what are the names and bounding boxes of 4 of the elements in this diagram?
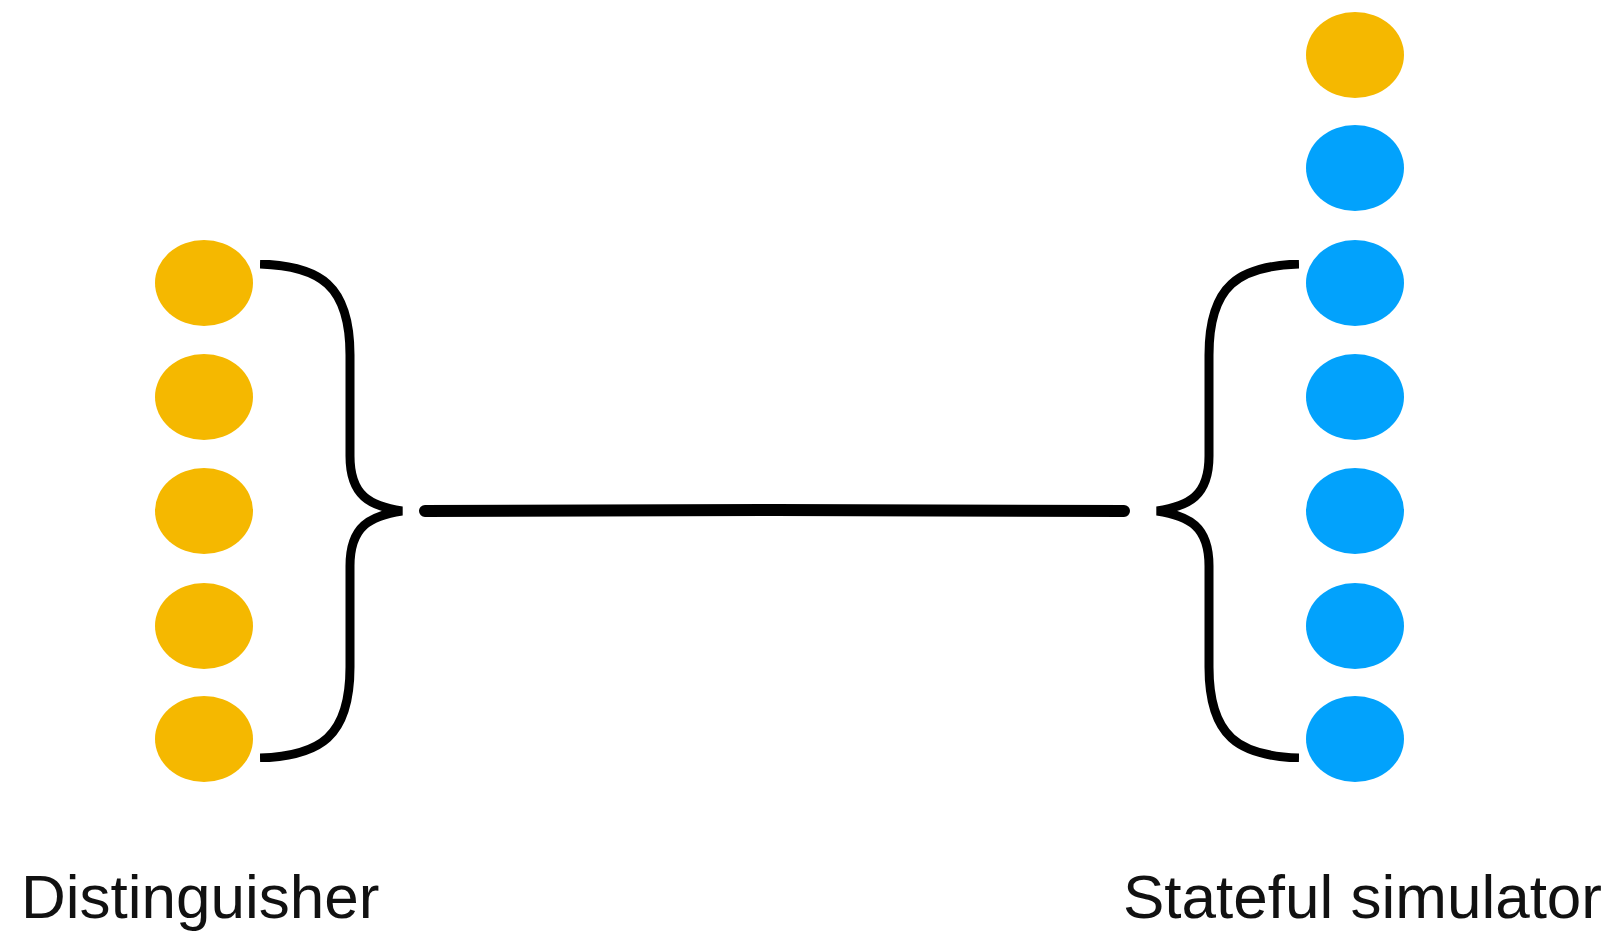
curly-brace	[1154, 260, 1299, 762]
group-label: Stateful simulator	[1123, 866, 1602, 928]
curly-brace	[260, 260, 405, 762]
brush-stroke-line	[419, 504, 1130, 517]
